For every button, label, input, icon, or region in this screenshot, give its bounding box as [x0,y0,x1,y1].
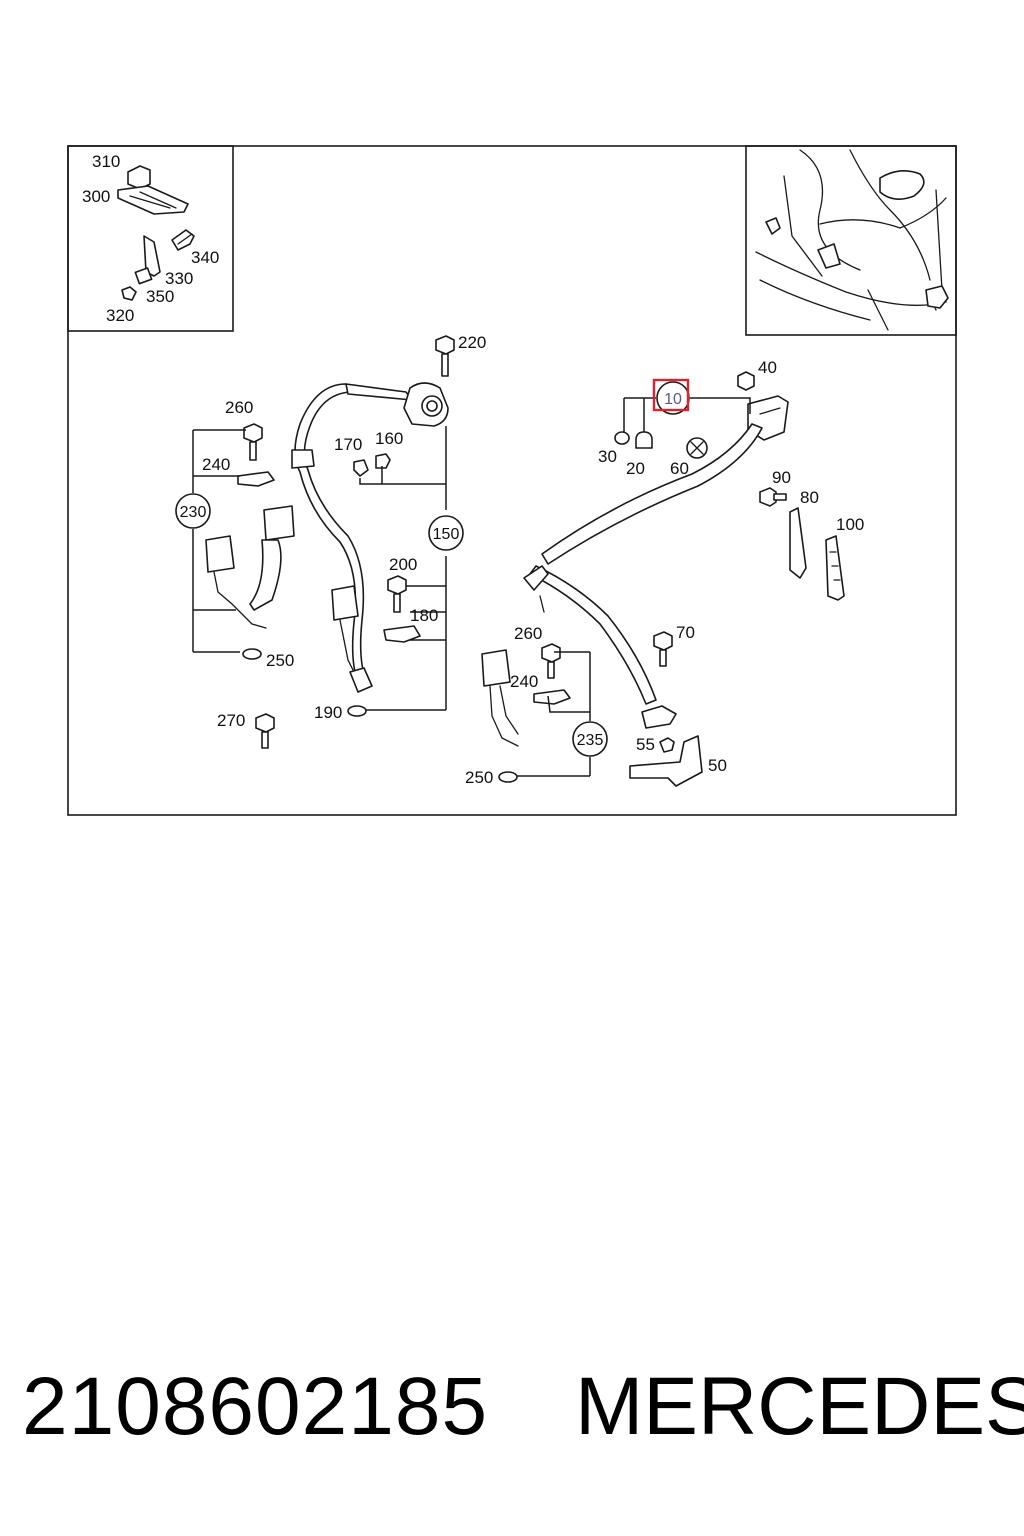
spacer-20 [635,431,653,449]
callout-100: 100 [836,515,864,534]
washer-30 [614,431,630,445]
bolt-260-left [243,423,263,461]
buckle-assembly-235 [481,649,519,747]
callout-300: 300 [82,187,110,206]
highlight-box-10 [652,378,690,412]
callout-60: 60 [670,459,689,478]
callout-320: 320 [106,306,134,325]
callout-190: 190 [314,703,342,722]
callout-220: 220 [458,333,486,352]
bolt-90 [759,487,787,507]
bolt-200 [387,575,407,613]
parts-170-160 [353,453,391,477]
leader-10 [623,397,751,436]
callout-20: 20 [626,459,645,478]
callout-180: 180 [410,606,438,625]
callout-50: 50 [708,756,727,775]
brand-name: MERCEDES [575,1361,1024,1452]
callout-310: 310 [92,152,120,171]
callout-230: 230 [180,504,207,521]
callout-250-left: 250 [266,651,294,670]
callout-260-right: 260 [514,624,542,643]
callout-270: 270 [217,711,245,730]
callout-55: 55 [636,735,655,754]
bolt-220 [435,335,455,377]
callout-160: 160 [375,429,403,448]
washer-190 [347,705,367,717]
bolt-270 [255,713,275,749]
leader-230 [192,429,246,653]
inset-small-parts-frame [67,145,234,332]
callout-340: 340 [191,248,219,267]
leader-150 [359,426,447,711]
rail-100 [825,535,845,601]
callout-240-right: 240 [510,672,538,691]
bracket-50 [629,735,703,787]
rear-belt-assembly-150 [291,382,449,693]
callout-240-left: 240 [202,455,230,474]
callout-170: 170 [334,435,362,454]
washer-250-right [498,771,518,783]
diagram-frame [67,145,957,816]
inset-vehicle-view-frame [745,145,957,336]
bracket-240-right [533,689,571,705]
callout-10: 10 [664,391,682,408]
height-adjuster-80 [789,507,807,579]
clip-55 [659,737,675,753]
callout-40: 40 [758,358,777,377]
bracket-240-left [237,471,275,487]
callout-150: 150 [433,526,460,543]
buckle-assembly-230 [205,505,295,629]
callout-70: 70 [676,623,695,642]
bracket-180 [383,625,421,643]
callout-90: 90 [772,468,791,487]
nut-40 [737,371,755,391]
leader-235 [514,651,591,777]
washer-250-left [242,648,262,660]
part-number: 2108602185 [22,1361,489,1452]
front-belt-assembly-10 [523,395,789,729]
inset-small-parts [117,165,195,301]
callout-330: 330 [165,269,193,288]
callout-350: 350 [146,287,174,306]
callout-260-left: 260 [225,398,253,417]
callout-80: 80 [800,488,819,507]
callout-235: 235 [577,732,604,749]
inset-vehicle-seat-view [755,149,949,331]
bolt-70 [653,631,673,667]
bolt-260-right [541,643,561,679]
callout-30: 30 [598,447,617,466]
callout-200: 200 [389,555,417,574]
callout-250-right: 250 [465,768,493,787]
